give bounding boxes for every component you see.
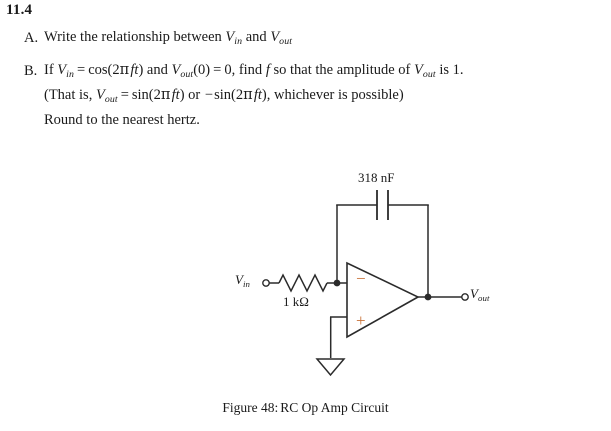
- sin-expression: sin(2π ft): [131, 87, 185, 103]
- figure-caption-number: Figure 48:: [222, 400, 279, 415]
- output-node-junction-dot: [424, 293, 432, 301]
- item-b-label: B.: [24, 63, 38, 79]
- item-b-phrase-is1: is 1.: [439, 62, 464, 78]
- output-terminal-node: [461, 293, 469, 301]
- input-terminal-node: [262, 279, 270, 287]
- vin-symbol: Vin: [225, 29, 243, 48]
- item-b-phrase-thatis: (That is,: [44, 87, 93, 103]
- item-b-phrase-rest: whichever is possible): [273, 87, 404, 103]
- item-a-phrase-and: and: [245, 29, 267, 45]
- item-b-phrase-sothat: so that the amplitude of: [273, 62, 411, 78]
- opamp-noninverting-sign: +: [356, 311, 366, 330]
- item-b-phrase-or: or: [188, 87, 201, 103]
- item-b-line-1: If Vin=cos(2π ft) and Vout(0)=0, find f …: [44, 62, 464, 81]
- item-b-line-3: Round to the nearest hertz.: [44, 112, 200, 128]
- cos-expression: cos(2π ft): [88, 62, 144, 78]
- vout-symbol: Vout: [270, 29, 293, 48]
- figure-caption-text: RC Op Amp Circuit: [280, 400, 389, 415]
- initial-condition-arg: (0): [193, 62, 211, 78]
- resistor-symbol: [278, 273, 328, 293]
- item-b-phrase-if: If: [44, 62, 54, 78]
- vout-symbol: Vout: [171, 62, 194, 81]
- vout-symbol: Vout: [95, 87, 118, 106]
- item-b-line-2: (That is, Vout=sin(2π ft) or −sin(2π ft)…: [44, 87, 404, 106]
- frequency-symbol: f: [265, 62, 270, 78]
- vin-symbol: Vin: [57, 62, 75, 81]
- sin-expression-negative: sin(2π ft),: [214, 87, 271, 103]
- vout-symbol: Vout: [414, 62, 436, 81]
- item-b-phrase-find: find: [238, 62, 263, 78]
- resistor-value-label: 1 kΩ: [283, 294, 309, 309]
- equals-sign: =: [120, 87, 129, 103]
- output-terminal-label: Vout: [470, 286, 490, 303]
- input-terminal-label: Vin: [235, 272, 251, 289]
- page-title: 11.4: [6, 2, 33, 18]
- ground-symbol: [315, 358, 346, 377]
- opamp-inverting-sign: −: [356, 269, 366, 288]
- figure-caption: Figure 48:RC Op Amp Circuit: [0, 400, 611, 416]
- inverting-node-junction-dot: [333, 279, 341, 287]
- item-b-phrase-and: and: [146, 62, 168, 78]
- minus-sign: −: [204, 87, 214, 103]
- item-a-phrase-write: Write the relationship between: [44, 29, 222, 45]
- capacitor-value-label: 318 nF: [358, 170, 395, 185]
- equals-sign: =: [77, 62, 86, 78]
- equals-sign: =: [213, 62, 222, 78]
- circuit-diagram: − +: [262, 190, 469, 377]
- item-a-text: Write the relationship between Vin and V…: [44, 29, 293, 48]
- opamp-triangle: [346, 261, 420, 339]
- initial-condition-value: 0,: [224, 62, 236, 78]
- item-a-label: A.: [24, 30, 39, 46]
- figure-rc-op-amp-circuit: − + 318 nF 1 kΩ Vin Vout Figure 48:RC Op…: [0, 150, 611, 431]
